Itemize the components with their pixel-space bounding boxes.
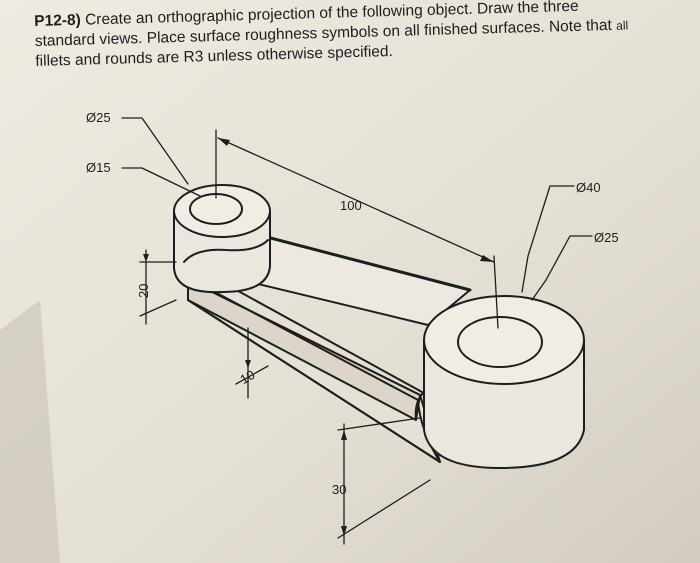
- dim-right-boss-outer: Ø40: [576, 180, 601, 195]
- dim-left-boss-hole: Ø15: [86, 160, 111, 175]
- problem-text-2-tail: all: [615, 18, 629, 33]
- ext-30-top: [337, 417, 421, 431]
- dim-right-boss-hole: Ø25: [594, 230, 619, 245]
- rib-top-edge: [230, 226, 472, 292]
- problem-id: P12-8): [34, 11, 82, 30]
- dim-100-arrow-b: [480, 255, 494, 262]
- leader-right-outer: [521, 185, 575, 293]
- dim-center-distance: 100: [340, 198, 362, 213]
- dim-left-boss-outer: Ø25: [86, 110, 111, 125]
- dim-rib-thickness: 10: [237, 367, 257, 387]
- dim-20-arrow: [143, 254, 149, 262]
- dimension-lines: [121, 117, 593, 545]
- rib-bottom-edge: [187, 299, 441, 463]
- dim-30-arrow-b: [341, 526, 347, 536]
- right-boss-hole: [457, 316, 543, 368]
- isometric-drawing: [121, 117, 593, 545]
- dim-left-boss-height: 20: [136, 284, 151, 298]
- leader-left-outer: [121, 117, 189, 185]
- dim-right-boss-height: 30: [332, 482, 346, 497]
- ext-30-bottom: [337, 479, 431, 539]
- dim-100-line: [217, 137, 495, 263]
- left-boss-fillet: [183, 239, 269, 263]
- leader-right-hole: [531, 235, 593, 301]
- left-shadow: [0, 300, 60, 563]
- dim-30-arrow-a: [341, 430, 347, 440]
- right-boss-fillet: [414, 391, 425, 421]
- ext-10: [235, 365, 269, 385]
- rib-inner-edge-2: [195, 281, 419, 401]
- ext-right-center: [493, 255, 499, 329]
- leader-left-hole: [121, 167, 201, 197]
- dim-10-arrow: [245, 360, 251, 368]
- dim-100-arrow-a: [218, 138, 230, 146]
